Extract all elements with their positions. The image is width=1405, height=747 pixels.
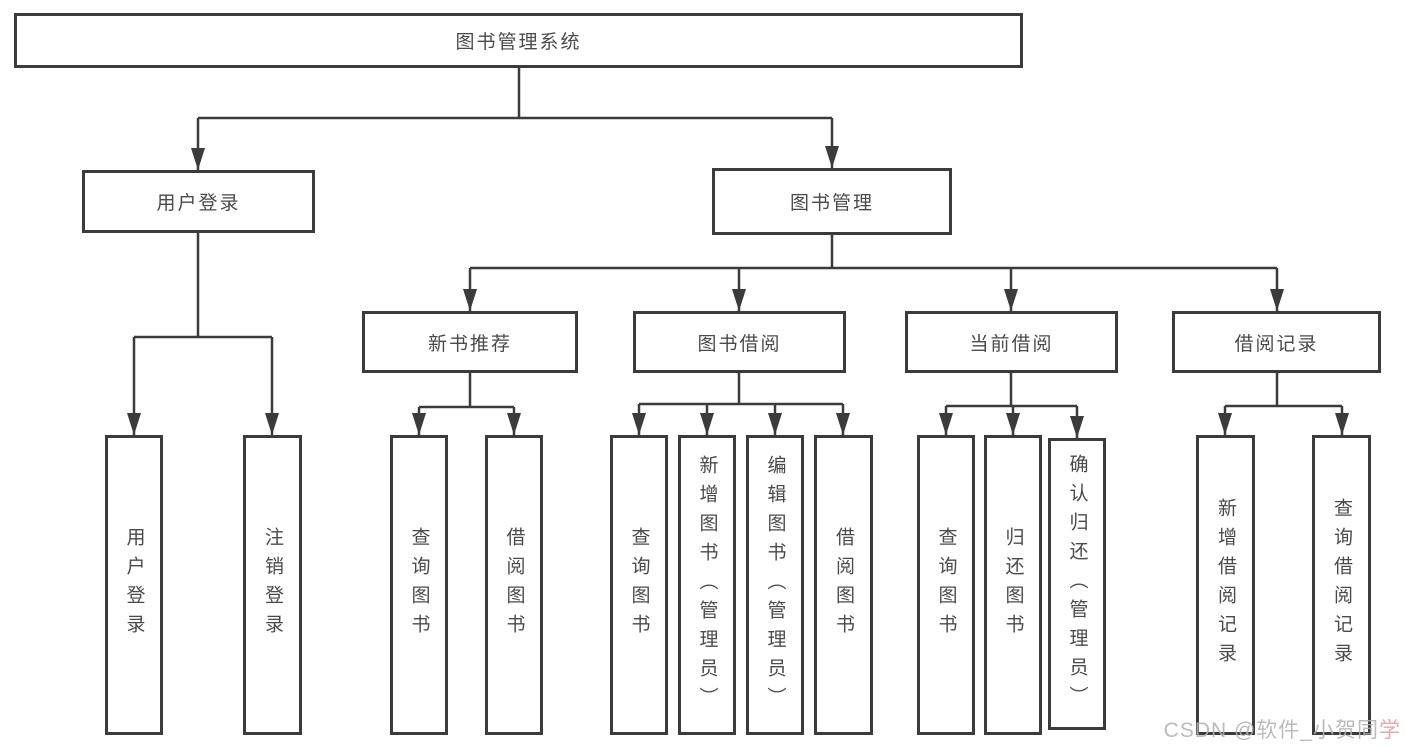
leaf-user-login: 用户登录 bbox=[105, 435, 163, 735]
leaf-query-book-rec-label: 查询图书 bbox=[408, 527, 430, 643]
node-borrow-records-label: 借阅记录 bbox=[1234, 333, 1319, 355]
connector-user-login bbox=[127, 233, 279, 435]
leaf-query-book-current: 查询图书 bbox=[917, 435, 975, 735]
watermark: CSDN @软件_小贺同学 bbox=[1164, 714, 1401, 744]
watermark-accent: 学 bbox=[1379, 719, 1401, 742]
node-new-book-rec-label: 新书推荐 bbox=[427, 333, 512, 355]
leaf-borrow-book-label: 借阅图书 bbox=[833, 527, 854, 643]
connector-current-borrow bbox=[939, 373, 1084, 438]
leaf-query-book-current-label: 查询图书 bbox=[935, 527, 957, 643]
node-user-login-label: 用户登录 bbox=[156, 193, 241, 214]
leaf-confirm-return-admin-label: 确认归还（管理员） bbox=[1066, 453, 1088, 715]
node-current-borrow: 当前借阅 bbox=[905, 311, 1118, 373]
leaf-borrow-book: 借阅图书 bbox=[814, 435, 873, 735]
leaf-logout-label: 注销登录 bbox=[262, 527, 283, 643]
connector-book-borrow bbox=[632, 373, 850, 435]
node-book-borrow: 图书借阅 bbox=[633, 311, 846, 373]
leaf-borrow-book-rec: 借阅图书 bbox=[485, 435, 543, 735]
connector-new-book-rec bbox=[412, 373, 521, 435]
leaf-query-book-borrow-label: 查询图书 bbox=[628, 527, 650, 643]
leaf-user-login-label: 用户登录 bbox=[123, 527, 145, 643]
leaf-edit-book-admin: 编辑图书（管理员） bbox=[746, 435, 804, 735]
leaf-borrow-book-rec-label: 借阅图书 bbox=[503, 527, 525, 643]
connector-root-to-level1 bbox=[191, 68, 839, 170]
leaf-query-book-borrow: 查询图书 bbox=[610, 435, 668, 735]
leaf-add-book-admin: 新增图书（管理员） bbox=[678, 435, 736, 735]
leaf-logout: 注销登录 bbox=[243, 435, 302, 735]
leaf-query-borrow-record-label: 查询借阅记录 bbox=[1331, 498, 1352, 672]
leaf-return-book: 归还图书 bbox=[984, 435, 1042, 735]
watermark-text: CSDN @软件_小贺同 bbox=[1163, 719, 1379, 742]
node-book-mgmt-label: 图书管理 bbox=[789, 193, 874, 214]
leaf-add-borrow-record-label: 新增借阅记录 bbox=[1215, 498, 1236, 672]
leaf-edit-book-admin-label: 编辑图书（管理员） bbox=[764, 454, 786, 716]
node-current-borrow-label: 当前借阅 bbox=[969, 333, 1054, 355]
leaf-query-book-rec: 查询图书 bbox=[390, 435, 448, 735]
node-book-mgmt: 图书管理 bbox=[712, 168, 952, 235]
leaf-confirm-return-admin: 确认归还（管理员） bbox=[1048, 438, 1106, 730]
node-root: 图书管理系统 bbox=[14, 13, 1023, 68]
leaf-query-borrow-record: 查询借阅记录 bbox=[1312, 435, 1371, 735]
node-borrow-records: 借阅记录 bbox=[1172, 311, 1381, 373]
node-root-label: 图书管理系统 bbox=[455, 32, 582, 53]
connector-borrow-records bbox=[1218, 373, 1349, 435]
connector-book-mgmt bbox=[463, 235, 1284, 311]
node-user-login: 用户登录 bbox=[82, 170, 315, 233]
leaf-add-borrow-record: 新增借阅记录 bbox=[1196, 435, 1255, 735]
leaf-return-book-label: 归还图书 bbox=[1002, 527, 1024, 643]
leaf-add-book-admin-label: 新增图书（管理员） bbox=[696, 454, 718, 716]
node-book-borrow-label: 图书借阅 bbox=[697, 333, 782, 355]
node-new-book-rec: 新书推荐 bbox=[362, 311, 578, 373]
